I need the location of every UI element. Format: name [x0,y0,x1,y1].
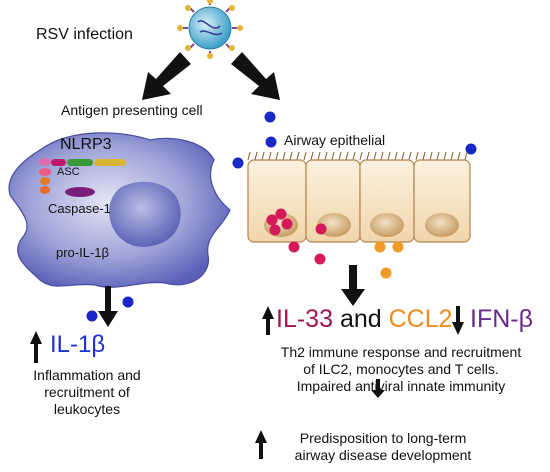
ccl2-dots [374,241,404,279]
outcome-line-1: Inflammation and [33,367,141,383]
antigen-presenting-cell [8,132,231,288]
airway-epithelium [247,151,471,243]
apc-label: Antigen presenting cell [61,102,203,118]
asc-label: ASC [57,166,80,178]
il1b-dots [86,111,477,322]
rsv-virus-icon [177,0,243,59]
arrow-up-il33 [262,306,274,335]
arrow-up-predisposition [255,430,267,459]
il33-text: IL-33 [276,305,333,333]
nlrp3-label: NLRP3 [60,136,112,153]
apc-nucleus [109,181,181,247]
response-line-1: Th2 immune response and recruitment [280,344,522,360]
caspase-1-label: Caspase-1 [48,201,111,216]
il33-dots [266,208,327,265]
arrow-down-epithelium [341,265,365,306]
il1b-label: IL-1β [50,331,105,359]
predisposition-line-1: Predisposition to long-term [299,430,467,446]
th2-response-text: Th2 immune response and recruitment of I… [252,344,550,395]
arrow-down-apc [98,286,118,327]
pro-il1b-label: pro-IL-1β [56,245,109,260]
outcome-line-3: leukocytes [53,401,121,417]
nlrp3-complex-icon [39,158,126,197]
and-text: and [339,305,382,333]
outcome-line-2: recruitment of [44,384,130,400]
inflammation-outcome: Inflammation and recruitment of leukocyt… [12,367,162,418]
arrow-down-ifnb [452,306,464,335]
response-line-3: Impaired antiviral innate immunity [296,378,506,394]
airway-epithelial-label: Airway epithelial [284,132,386,148]
arrow-to-apc [142,52,191,100]
arrow-to-epithelium [231,52,280,100]
ccl2-text: CCL2 [388,305,453,333]
ifnb-text: IFN-β [470,305,533,333]
predisposition-text: Predisposition to long-term airway disea… [268,430,498,464]
response-line-2: of ILC2, monocytes and T cells. [303,361,499,377]
predisposition-line-2: airway disease development [294,447,472,463]
il1b-text: IL-1β [50,331,106,358]
arrow-down-small [371,379,385,398]
cytokine-summary: IL-33 and CCL2 [276,305,453,334]
arrow-up-il1b [30,331,42,363]
rsv-infection-label: RSV infection [36,26,133,43]
